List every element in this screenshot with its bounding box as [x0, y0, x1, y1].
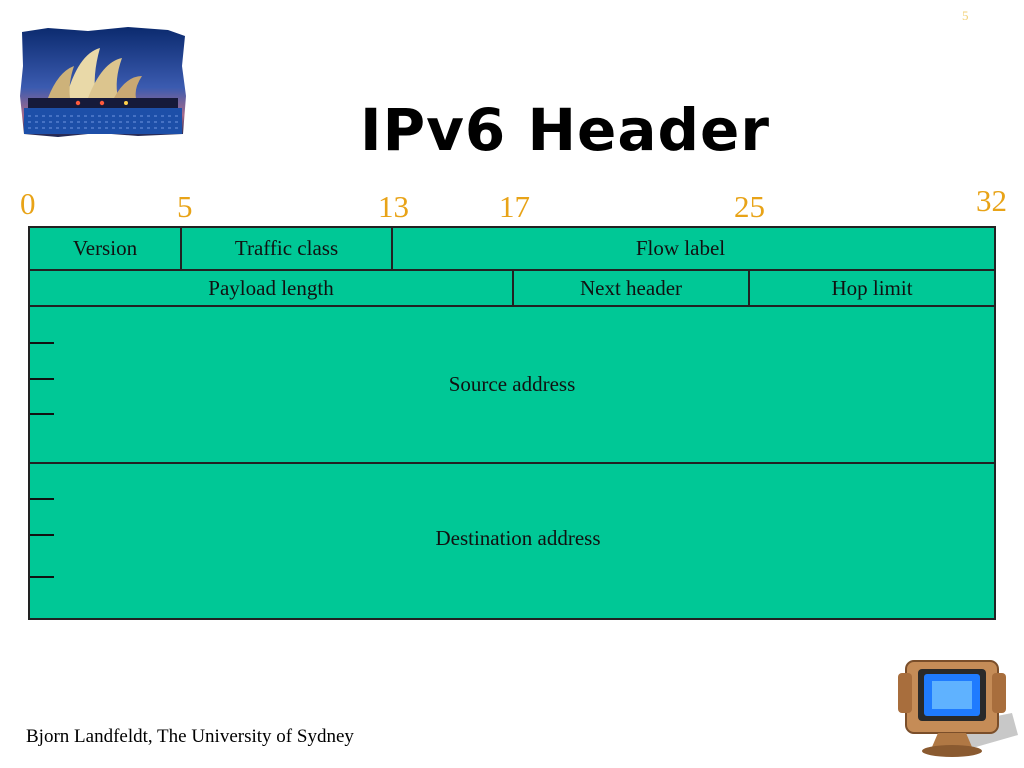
field-divider: [180, 228, 182, 269]
slide-title: IPv6 Header: [360, 96, 770, 164]
payload-length-field: Payload length: [208, 275, 334, 300]
word-marker: [30, 498, 54, 500]
row-divider: [30, 462, 994, 464]
slide-number: 5: [962, 8, 969, 23]
bit-tick-32: 32: [976, 183, 1007, 218]
bit-tick-17: 17: [499, 189, 530, 224]
word-marker: [30, 534, 54, 536]
word-marker: [30, 378, 54, 380]
field-divider: [512, 269, 514, 305]
destination-address-field: Destination address: [435, 525, 601, 550]
source-address-field: Source address: [448, 372, 576, 396]
word-marker: [30, 342, 54, 344]
bit-tick-13: 13: [378, 189, 409, 224]
bit-tick-5: 5: [177, 189, 193, 224]
field-divider: [391, 228, 393, 269]
next-header-field: Next header: [579, 275, 683, 300]
ipv6-header-diagram: Version Traffic class Flow label Payload…: [28, 226, 996, 620]
field-divider: [748, 269, 750, 305]
bit-tick-0: 0: [20, 186, 36, 221]
bit-tick-25: 25: [734, 189, 765, 224]
word-marker: [30, 413, 54, 415]
computer-monitor-icon: [898, 660, 1018, 757]
word-marker: [30, 576, 54, 578]
hop-limit-field: Hop limit: [831, 275, 913, 300]
traffic-class-field: Traffic class: [234, 236, 339, 260]
sydney-opera-house-logo-icon: [20, 27, 186, 137]
version-field: Version: [72, 236, 138, 260]
footer-credit: Bjorn Landfeldt, The University of Sydne…: [26, 726, 354, 747]
row-divider: [30, 305, 994, 307]
flow-label-field: Flow label: [635, 236, 726, 260]
